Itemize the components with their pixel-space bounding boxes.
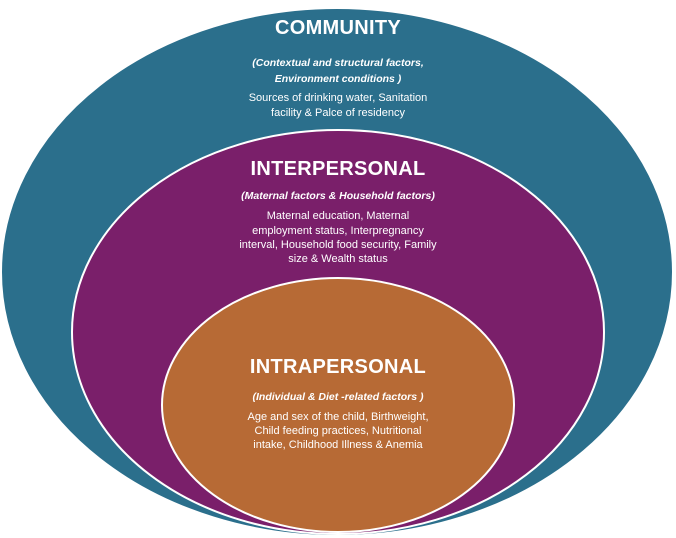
community-subtitle-line-1: (Contextual and structural factors, — [252, 57, 424, 69]
intrapersonal-body-line-2: Child feeding practices, Nutritional — [254, 425, 422, 437]
interpersonal-title: INTERPERSONAL — [250, 158, 426, 180]
interpersonal-body-line-4: size & Wealth status — [288, 253, 388, 265]
interpersonal-body-line-2: employment status, Interpregnancy — [252, 225, 424, 237]
interpersonal-body-line-3: interval, Household food security, Famil… — [239, 239, 437, 251]
community-title: COMMUNITY — [274, 17, 402, 39]
interpersonal-subtitle-line-1: (Maternal factors & Household factors) — [241, 190, 435, 202]
intrapersonal-body-line-1: Age and sex of the child, Birthweight, — [247, 411, 429, 423]
interpersonal-body-line-1: Maternal education, Maternal — [266, 210, 410, 222]
intrapersonal-body-line-3: intake, Childhood Illness & Anemia — [253, 439, 423, 451]
intrapersonal-subtitle-line-1: (Individual & Diet -related factors ) — [252, 391, 424, 403]
community-body-line-1: Sources of drinking water, Sanitation — [248, 92, 428, 104]
intrapersonal-ellipse — [161, 277, 515, 533]
intrapersonal-title: INTRAPERSONAL — [249, 356, 427, 378]
community-subtitle-line-2: Environment conditions ) — [274, 73, 402, 85]
community-body-line-2: facility & Palce of residency — [271, 107, 405, 119]
